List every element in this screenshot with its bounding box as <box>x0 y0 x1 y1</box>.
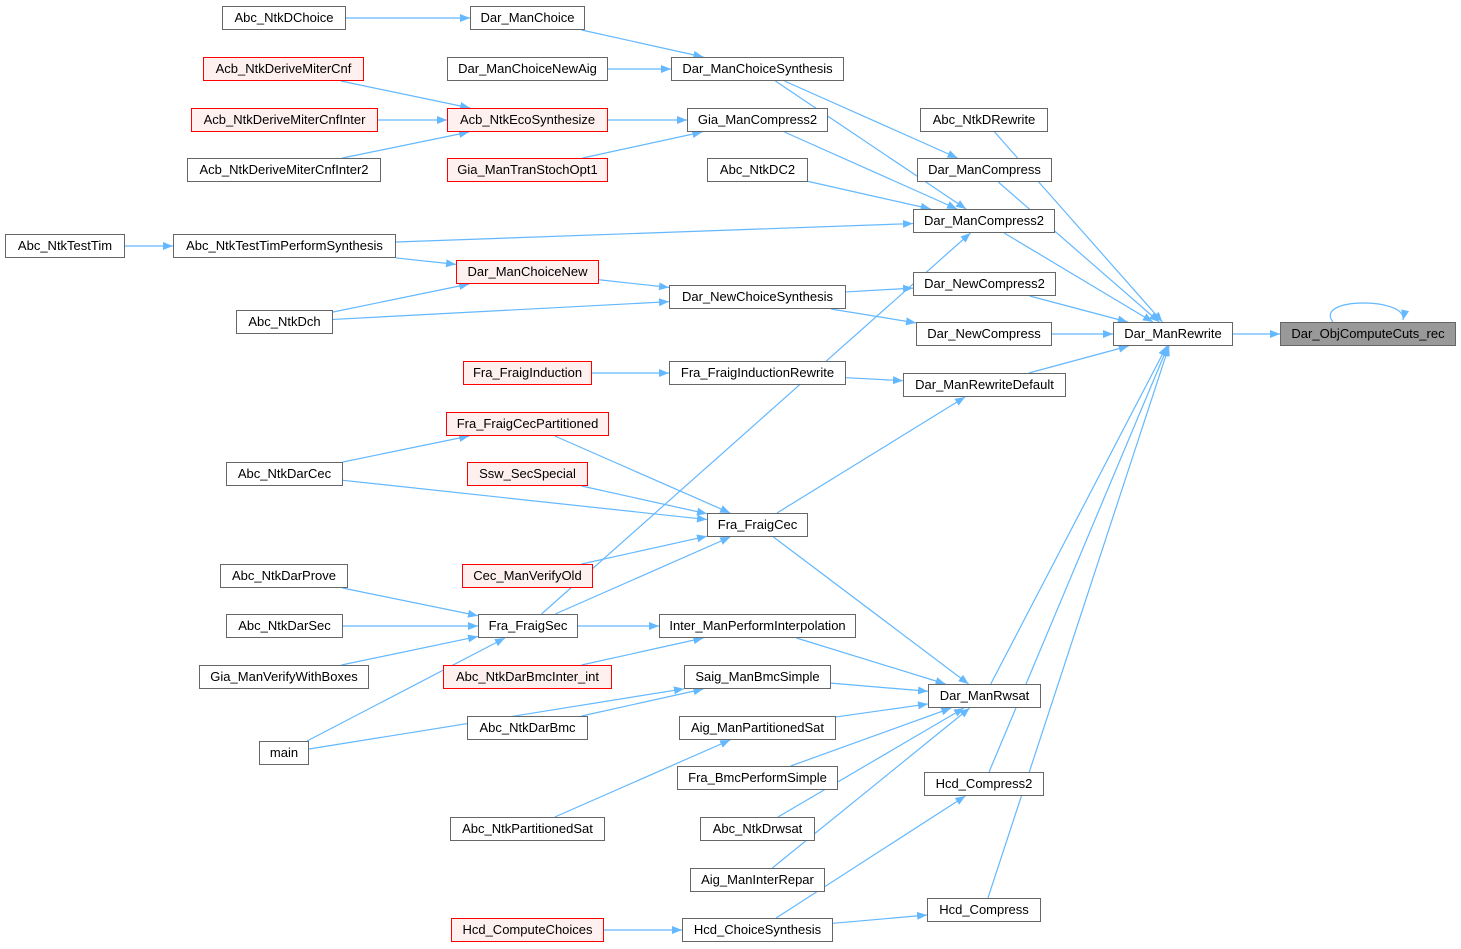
node-ssw-secspecial[interactable]: Ssw_SecSpecial <box>467 462 588 486</box>
node-abc-ntkdarbmcinter-int[interactable]: Abc_NtkDarBmcInter_int <box>443 665 612 689</box>
edge-n19-to-n20 <box>845 284 914 293</box>
edge-n45-to-n41 <box>554 739 731 818</box>
node-dar-mancompress2[interactable]: Dar_ManCompress2 <box>913 209 1055 233</box>
edge-n47-to-n39 <box>771 707 971 869</box>
edge-n46-to-n39 <box>777 707 965 818</box>
edge-n19-to-n21 <box>830 308 917 326</box>
node-dar-newcompress2[interactable]: Dar_NewCompress2 <box>913 272 1056 296</box>
node-gia-manverifywithboxes[interactable]: Gia_ManVerifyWithBoxes <box>199 665 369 689</box>
node-dar-manchoicesynthesis[interactable]: Dar_ManChoiceSynthesis <box>671 57 844 81</box>
edge-n34-to-n16 <box>541 232 971 615</box>
edge-n15-to-n17 <box>395 257 457 268</box>
edge-n44-to-n22 <box>988 345 1169 773</box>
node-gia-mantranstochopt1[interactable]: Gia_ManTranStochOpt1 <box>447 158 608 182</box>
node-acb-ntkderivemitercnf[interactable]: Acb_NtkDeriveMiterCnf <box>203 57 364 81</box>
edge-n5-to-n13 <box>784 80 958 159</box>
node-abc-ntkdch[interactable]: Abc_NtkDch <box>236 310 333 334</box>
node-acb-ntkecosynthesize[interactable]: Acb_NtkEcoSynthesize <box>447 108 608 132</box>
node-fra-fraiginduction[interactable]: Fra_FraigInduction <box>463 361 592 385</box>
edge-n41-to-n39 <box>835 701 929 718</box>
edge-n32-to-n34 <box>342 587 479 618</box>
node-saig-manbmcsimple[interactable]: Saig_ManBmcSimple <box>684 665 831 689</box>
node-aig-maninterrepar[interactable]: Aig_ManInterRepar <box>690 868 825 892</box>
node-acb-ntkderivemitercnfinter[interactable]: Acb_NtkDeriveMiterCnfInter <box>191 108 378 132</box>
edge-n38-to-n39 <box>830 682 929 695</box>
node-abc-ntktesttimperformsynthesis[interactable]: Abc_NtkTestTimPerformSynthesis <box>173 234 396 258</box>
node-dar-newchoicesynthesis[interactable]: Dar_NewChoiceSynthesis <box>669 285 846 309</box>
edge-n18-to-n19 <box>332 298 670 321</box>
node-fra-fraiginductionrewrite[interactable]: Fra_FraigInductionRewrite <box>669 361 846 385</box>
node-fra-fraigsec[interactable]: Fra_FraigSec <box>478 614 578 638</box>
edge-n3-to-n7 <box>340 80 471 110</box>
edge-n29-to-n30 <box>342 479 708 523</box>
node-hcd-computechoices[interactable]: Hcd_ComputeChoices <box>451 918 604 942</box>
edge-n5-to-n16 <box>775 80 967 210</box>
edge-n39-to-n22 <box>990 345 1168 685</box>
edge-n50-to-n22 <box>987 345 1170 899</box>
node-fra-bmcperformsimple[interactable]: Fra_BmcPerformSimple <box>677 766 838 790</box>
edge-n15-to-n16 <box>395 219 914 243</box>
edge-n35-to-n39 <box>796 637 946 685</box>
node-dar-manrewrite[interactable]: Dar_ManRewrite <box>1113 322 1233 346</box>
edge-n27-to-n30 <box>554 435 731 514</box>
node-hcd-compress2[interactable]: Hcd_Compress2 <box>924 772 1044 796</box>
node-dar-objcomputecuts-rec[interactable]: Dar_ObjComputeCuts_rec <box>1280 322 1456 346</box>
node-abc-ntkdc2[interactable]: Abc_NtkDC2 <box>707 158 808 182</box>
edge-n10-to-n7 <box>342 130 470 159</box>
edge-n36-to-n34 <box>341 634 479 666</box>
edge-n23-to-n23 <box>1329 302 1409 323</box>
edge-n43-to-n39 <box>790 707 952 767</box>
node-abc-ntktesttim[interactable]: Abc_NtkTestTim <box>5 234 125 258</box>
node-hcd-compress[interactable]: Hcd_Compress <box>927 898 1041 922</box>
node-dar-mancompress[interactable]: Dar_ManCompress <box>917 158 1052 182</box>
edge-n8-to-n16 <box>784 131 958 210</box>
node-abc-ntkdrewrite[interactable]: Abc_NtkDRewrite <box>920 108 1048 132</box>
node-dar-newcompress[interactable]: Dar_NewCompress <box>916 322 1052 346</box>
edge-n12-to-n16 <box>807 180 931 211</box>
edge-n49-to-n44 <box>775 795 966 919</box>
node-fra-fraigcec[interactable]: Fra_FraigCec <box>707 513 808 537</box>
node-abc-ntkdchoice[interactable]: Abc_NtkDChoice <box>222 6 346 30</box>
node-cec-manverifyold[interactable]: Cec_ManVerifyOld <box>462 564 593 588</box>
node-dar-manchoice[interactable]: Dar_ManChoice <box>470 6 585 30</box>
edge-n29-to-n27 <box>342 434 470 463</box>
node-abc-ntkdarsec[interactable]: Abc_NtkDarSec <box>226 614 343 638</box>
node-abc-ntkdarprove[interactable]: Abc_NtkDarProve <box>220 564 348 588</box>
node-fra-fraigcecpartitioned[interactable]: Fra_FraigCecPartitioned <box>446 412 609 436</box>
edge-n2-to-n5 <box>581 29 704 59</box>
edge-n25-to-n26 <box>845 376 904 385</box>
node-hcd-choicesynthesis[interactable]: Hcd_ChoiceSynthesis <box>682 918 833 942</box>
edge-n26-to-n22 <box>1028 344 1129 374</box>
edge-n30-to-n39 <box>773 536 969 685</box>
edge-n30-to-n26 <box>776 396 966 514</box>
node-dar-manchoicenew[interactable]: Dar_ManChoiceNew <box>456 260 599 284</box>
node-abc-ntkdarcec[interactable]: Abc_NtkDarCec <box>226 462 343 486</box>
node-dar-manrwsat[interactable]: Dar_ManRwsat <box>928 684 1041 708</box>
node-dar-manchoicenewaig[interactable]: Dar_ManChoiceNewAig <box>447 57 608 81</box>
node-main[interactable]: main <box>259 741 309 765</box>
edge-n11-to-n8 <box>582 130 703 159</box>
node-abc-ntkpartitionedsat[interactable]: Abc_NtkPartitionedSat <box>450 817 605 841</box>
node-inter-manperforminterpolation[interactable]: Inter_ManPerformInterpolation <box>659 614 856 638</box>
edge-n13-to-n22 <box>997 181 1160 323</box>
node-abc-ntkdarbmc[interactable]: Abc_NtkDarBmc <box>467 716 588 740</box>
node-aig-manpartitionedsat[interactable]: Aig_ManPartitionedSat <box>679 716 836 740</box>
node-gia-mancompress2[interactable]: Gia_ManCompress2 <box>687 108 828 132</box>
node-abc-ntkdrwsat[interactable]: Abc_NtkDrwsat <box>700 817 815 841</box>
edge-n20-to-n22 <box>1029 295 1128 324</box>
edge-n18-to-n17 <box>332 282 470 313</box>
edge-n17-to-n19 <box>598 279 670 291</box>
edge-n31-to-n30 <box>581 534 708 565</box>
node-dar-manrewritedefault[interactable]: Dar_ManRewriteDefault <box>903 373 1066 397</box>
edge-n49-to-n50 <box>832 911 928 924</box>
edge-n28-to-n30 <box>581 485 708 516</box>
edge-n16-to-n22 <box>1003 232 1154 323</box>
edge-n42-to-n34 <box>306 637 506 742</box>
edge-n37-to-n35 <box>581 636 704 666</box>
node-acb-ntkderivemitercnfinter2[interactable]: Acb_NtkDeriveMiterCnfInter2 <box>187 158 381 182</box>
edge-n34-to-n30 <box>555 536 731 615</box>
